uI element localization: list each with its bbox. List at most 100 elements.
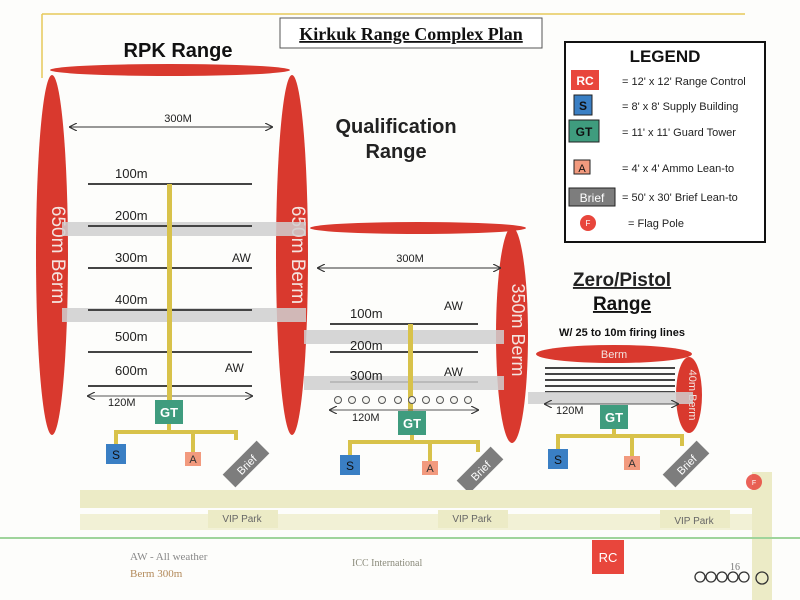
- road-network: VIP Park VIP Park VIP Park F RC: [0, 472, 800, 600]
- vip-park-label-2: VIP Park: [452, 514, 492, 525]
- qual-width-label: 300M: [396, 253, 424, 265]
- qual-title-1: Qualification: [335, 116, 456, 138]
- legend-flag-key: F: [586, 219, 591, 228]
- rpk-right-berm-label: 650m Berm: [287, 206, 308, 304]
- rpk-firing-label: 120M: [108, 397, 136, 409]
- qual-supply: [340, 455, 360, 475]
- rpk-aw-1: AW: [232, 251, 252, 265]
- qual-aw-1: AW: [444, 299, 464, 313]
- legend-rc-key: RC: [576, 74, 594, 88]
- qual-dist-200: 200m: [350, 338, 383, 353]
- rpk-a-label: A: [189, 454, 197, 466]
- zero-cross-road: [528, 392, 693, 404]
- qual-aw-2: AW: [444, 365, 464, 379]
- qual-guard-tower: [398, 411, 426, 435]
- qual-gt-label: GT: [403, 416, 421, 431]
- rpk-brief-box: [222, 440, 270, 488]
- zero-gt-label: GT: [605, 410, 623, 425]
- fence-symbol: [694, 571, 769, 585]
- vip-park-label-1: VIP Park: [222, 514, 262, 525]
- rpk-range: RPK Range 650m Berm 650m Berm 300M 100m …: [36, 40, 308, 488]
- legend-flag-text: = Flag Pole: [628, 218, 684, 230]
- zero-berm-label: Berm: [601, 349, 627, 361]
- zero-title-2: Range: [593, 294, 651, 315]
- qual-brief-box: [456, 446, 504, 494]
- legend-s-swatch: [573, 94, 593, 116]
- zero-guard-tower: [600, 405, 628, 429]
- qual-a-label: A: [426, 463, 434, 475]
- side-road: [752, 472, 772, 600]
- range-control-label: RC: [599, 550, 618, 565]
- vip-park-lot-3: [660, 510, 730, 528]
- legend-gt-swatch: [568, 119, 600, 143]
- rpk-guard-tower: [155, 400, 183, 424]
- legend-brief-key: Brief: [580, 191, 605, 205]
- zero-subtitle: W/ 25 to 10m firing lines: [559, 327, 685, 339]
- vip-park-label-3: VIP Park: [674, 516, 714, 527]
- legend-rc-swatch: [571, 70, 599, 90]
- zero-brief-box: [662, 440, 710, 488]
- qual-berm-label: 350m Berm: [508, 283, 528, 376]
- rpk-dist-300: 300m: [115, 250, 148, 265]
- rpk-center-lane: [167, 184, 172, 402]
- qual-firing-label: 120M: [352, 412, 380, 424]
- qual-s-label: S: [346, 459, 354, 473]
- qual-top-berm: [310, 222, 526, 234]
- qual-title-2: Range: [365, 141, 426, 163]
- rpk-left-berm: [36, 75, 68, 435]
- zero-connector-paths: [556, 429, 684, 456]
- page-title: Kirkuk Range Complex Plan: [299, 24, 523, 44]
- qual-firing-points: [334, 396, 472, 404]
- rpk-dist-100: 100m: [115, 166, 148, 181]
- qualification-range: Qualification Range 350m Berm 300M 100m …: [304, 116, 528, 494]
- rpk-width-label: 300M: [164, 113, 192, 125]
- qual-cross-road-2: [304, 376, 504, 390]
- legend-gt-text: = 11' x 11' Guard Tower: [622, 127, 736, 139]
- legend-brief-swatch: [568, 187, 616, 207]
- zero-a-label: A: [628, 458, 636, 470]
- zero-s-label: S: [554, 453, 562, 467]
- legend-rc-text: = 12' x 12' Range Control: [622, 76, 746, 88]
- footer-aw-note: AW - All weather: [130, 551, 208, 563]
- footer-berm-note: Berm 300m: [130, 568, 183, 580]
- rpk-aw-2: AW: [225, 361, 245, 375]
- zero-ammo: [624, 456, 640, 470]
- legend-gt-key: GT: [576, 125, 593, 139]
- main-road: [80, 490, 770, 508]
- rpk-dist-200: 200m: [115, 208, 148, 223]
- rpk-title: RPK Range: [124, 40, 233, 62]
- qual-connector-paths: [348, 435, 480, 462]
- rpk-right-berm: [276, 75, 308, 435]
- qual-dist-300: 300m: [350, 368, 383, 383]
- qual-cross-road-1: [304, 330, 504, 344]
- legend-s-key: S: [579, 99, 587, 113]
- zero-pistol-range: Zero/Pistol Range W/ 25 to 10m firing li…: [528, 270, 710, 488]
- vip-park-lot-1: [208, 510, 278, 528]
- footer-page-number: 16: [730, 562, 740, 573]
- rpk-ammo: [185, 452, 201, 466]
- qual-center-lane: [408, 324, 413, 412]
- rpk-left-berm-label: 650m Berm: [47, 206, 68, 304]
- legend-flag-swatch: [580, 215, 596, 231]
- legend: LEGEND RC = 12' x 12' Range Control S = …: [564, 41, 766, 243]
- qual-dist-100: 100m: [350, 306, 383, 321]
- zero-brief: Brief: [662, 440, 710, 488]
- zero-firing-lines: [545, 367, 675, 393]
- rpk-supply: [106, 444, 126, 464]
- range-control-building: [592, 540, 624, 574]
- qual-brief: Brief: [456, 446, 504, 494]
- footer-company: ICC International: [352, 558, 422, 569]
- zero-firing-label: 120M: [556, 405, 584, 417]
- legend-s-text: = 8' x 8' Supply Building: [622, 101, 738, 113]
- rpk-dist-600: 600m: [115, 363, 148, 378]
- title-box: [279, 17, 543, 49]
- flag-pole-label: F: [752, 480, 756, 487]
- rpk-top-berm: [50, 64, 290, 76]
- legend-brief-text: = 50' x 30' Brief Lean-to: [622, 192, 738, 204]
- rpk-brief: Brief: [222, 440, 270, 488]
- rpk-cross-road-1: [62, 222, 306, 236]
- legend-a-swatch: [573, 159, 591, 175]
- flag-pole: [746, 474, 762, 490]
